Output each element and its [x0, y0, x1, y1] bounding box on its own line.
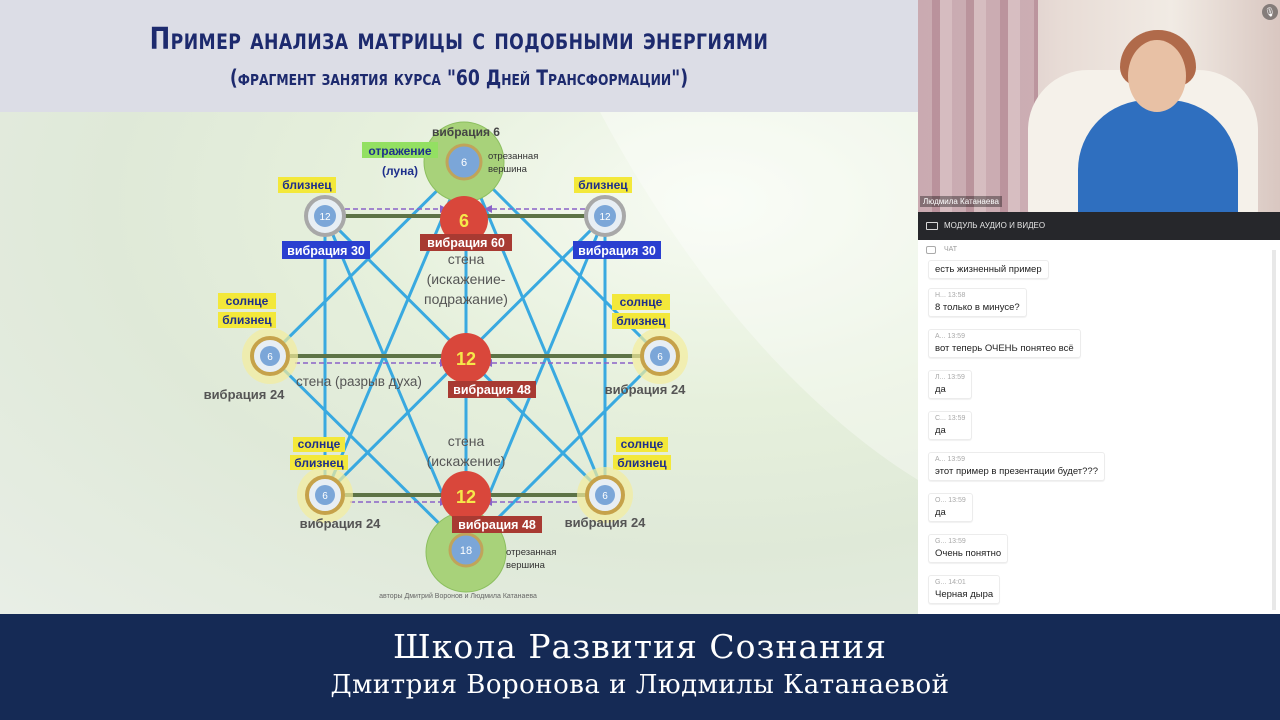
- chat-panel[interactable]: ЧАТ есть жизненный пример Н... 13:58 8 т…: [918, 240, 1280, 614]
- wall3-line2: (искажение): [427, 453, 506, 469]
- center-top-node: [440, 196, 488, 244]
- wall3-line1: стена: [448, 433, 485, 449]
- school-name: Школа Развития Сознания: [393, 627, 887, 666]
- sun-left-top-2: близнец: [222, 313, 272, 327]
- sun-left-top-1: солнце: [226, 294, 269, 308]
- sun-left-bot-1: солнце: [298, 437, 341, 451]
- chat-message-meta: G... 13:59: [935, 538, 966, 545]
- chat-message-meta: Л... 13:59: [935, 374, 965, 381]
- participant-face: [1128, 40, 1186, 112]
- participant-body: [1078, 100, 1238, 212]
- vib30-left: вибрация 30: [287, 244, 365, 258]
- bottom-node-value: 18: [460, 545, 472, 557]
- slide-title-banner: Пример анализа матрицы с подобными энерг…: [0, 0, 918, 112]
- center-top-vib: вибрация 60: [427, 236, 505, 250]
- wall1-line3: подражание): [424, 291, 508, 307]
- top-truncated-2: вершина: [488, 164, 528, 175]
- center-low-value: 12: [456, 487, 476, 507]
- twin-left-label: близнец: [282, 178, 332, 192]
- center-low-node: [441, 471, 491, 521]
- chat-message-meta: С... 13:59: [935, 415, 966, 422]
- chat-message: есть жизненный пример: [928, 260, 1049, 279]
- top-node: [445, 143, 483, 181]
- reflection-label-1: отражение: [368, 144, 432, 158]
- twin-right-label: близнец: [578, 178, 628, 192]
- wall1-line1: стена: [448, 251, 485, 267]
- reflection-label-2: (луна): [382, 164, 418, 178]
- audio-video-module-bar[interactable]: МОДУЛЬ АУДИО И ВИДЕО: [918, 212, 1280, 240]
- vib24-low-left: вибрация 24: [300, 516, 382, 531]
- wall1-line2: (искажение-: [427, 271, 506, 287]
- chat-message: Л... 13:59 да: [928, 370, 972, 399]
- sun-left-bot-2: близнец: [294, 456, 344, 470]
- chat-message: С... 13:59 да: [928, 411, 973, 440]
- slide-subtitle: (фрагмент занятия курса "60 Дней Трансфо…: [229, 66, 689, 90]
- top-truncated-1: отрезанная: [488, 151, 538, 162]
- sun-right-top-1: солнце: [620, 295, 663, 309]
- chat-message-meta: G... 14:01: [935, 579, 966, 586]
- vib24-low-right: вибрация 24: [565, 515, 647, 530]
- video-feed[interactable]: Людмила Катанаева: [918, 0, 1280, 212]
- vib30-right: вибрация 30: [578, 244, 656, 258]
- low-right-value: 6: [602, 491, 608, 502]
- slide-diagram-area: 6 вибрация 6 отражение (луна) отрезанная…: [0, 112, 918, 614]
- chat-message-meta: А... 13:59: [935, 333, 965, 340]
- chat-message-meta: Н... 13:58: [935, 292, 966, 299]
- center-low-vib: вибрация 48: [458, 518, 536, 532]
- mid-right-value: 6: [657, 352, 663, 363]
- chat-message: G... 13:59 Очень понятно: [928, 534, 1009, 563]
- chat-message: G... 14:01 Черная дыра: [928, 575, 1001, 604]
- chat-message-text: да: [935, 384, 946, 395]
- module-label: МОДУЛЬ АУДИО И ВИДЕО: [944, 221, 1046, 230]
- matrix-diagram: 6 вибрация 6 отражение (луна) отрезанная…: [204, 112, 918, 600]
- chat-scrollbar[interactable]: [1272, 250, 1276, 610]
- vib24-mid-right: вибрация 24: [605, 382, 687, 397]
- twin-left-value: 12: [319, 212, 331, 223]
- video-camera-icon: [926, 222, 938, 230]
- school-authors: Дмитрия Воронова и Людмилы Катанаевой: [330, 670, 950, 700]
- chat-message-meta: А... 13:59: [935, 456, 965, 463]
- sun-right-bot-1: солнце: [621, 437, 664, 451]
- background-curtain: [918, 0, 1038, 212]
- chat-message-text: 8 только в минусе?: [935, 302, 1020, 313]
- authors-caption: авторы Дмитрий Воронов и Людмила Катанае…: [379, 592, 537, 600]
- chat-message-text: Черная дыра: [935, 589, 994, 600]
- sun-right-top-2: близнец: [616, 314, 666, 328]
- chat-message-text: есть жизненный пример: [935, 264, 1042, 275]
- chat-message: А... 13:59 этот пример в презентации буд…: [928, 452, 1105, 481]
- vib24-mid-left: вибрация 24: [204, 387, 286, 402]
- center-mid-node: [441, 333, 491, 383]
- chat-message-text: вот теперь ОЧЕНЬ понятео всё: [935, 343, 1074, 354]
- low-left-value: 6: [322, 491, 328, 502]
- chat-message-text: да: [935, 507, 946, 518]
- twin-right-value: 12: [599, 212, 611, 223]
- sun-right-bot-2: близнец: [617, 456, 667, 470]
- chat-message-text: Очень понятно: [935, 548, 1002, 559]
- participant-name: Людмила Катанаева: [920, 196, 1002, 207]
- chat-message-text: этот пример в презентации будет???: [935, 466, 1098, 477]
- wall2-label: стена (разрыв духа): [296, 374, 422, 389]
- bottom-banner: [0, 614, 1280, 720]
- chat-header-label: ЧАТ: [944, 246, 958, 253]
- chat-message-text: да: [935, 425, 946, 436]
- chat-message: А... 13:59 вот теперь ОЧЕНЬ понятео всё: [928, 329, 1081, 358]
- top-vibration-label: вибрация 6: [432, 125, 500, 139]
- slide-title: Пример анализа матрицы с подобными энерг…: [149, 22, 769, 57]
- top-node-value: 6: [461, 157, 467, 169]
- center-mid-vib: вибрация 48: [453, 383, 531, 397]
- bottom-truncated-2: вершина: [506, 560, 546, 571]
- chat-message: О... 13:59 да: [928, 493, 973, 522]
- chat-icon: [926, 246, 936, 254]
- chat-message-meta: О... 13:59: [935, 497, 966, 504]
- bottom-truncated-1: отрезанная: [506, 547, 556, 558]
- mid-left-value: 6: [267, 352, 273, 363]
- center-top-value: 6: [459, 211, 469, 231]
- chat-header: ЧАТ: [918, 240, 1280, 260]
- chat-message: Н... 13:58 8 только в минусе?: [928, 288, 1027, 317]
- mic-icon[interactable]: 🎙: [1262, 4, 1278, 20]
- center-mid-value: 12: [456, 349, 476, 369]
